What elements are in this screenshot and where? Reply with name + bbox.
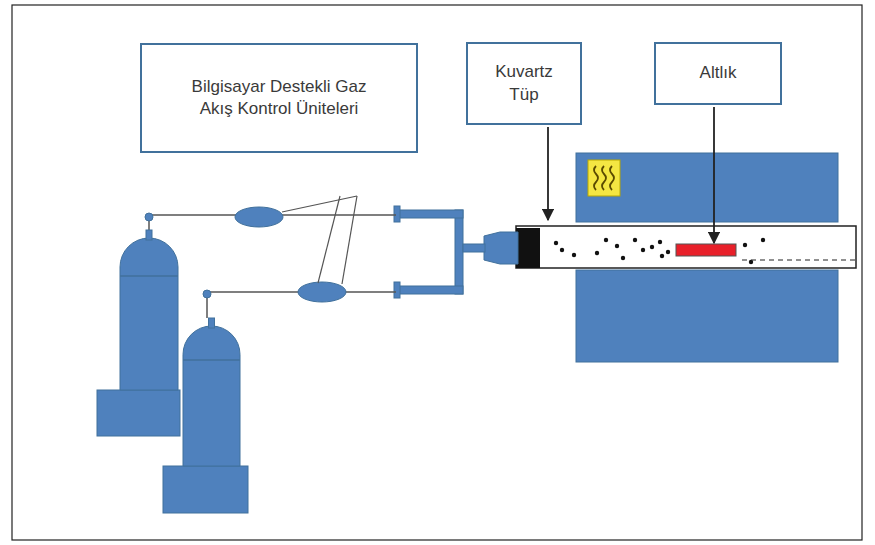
gas-particle	[666, 250, 670, 254]
gas-particle	[761, 238, 765, 242]
frame	[12, 5, 862, 540]
heater-wave	[602, 166, 606, 190]
gas-particle	[554, 241, 558, 245]
box-label: Kuvartz Tüp	[484, 61, 564, 105]
gas-cylinder	[183, 326, 240, 466]
valve	[203, 290, 211, 298]
gas-particle	[621, 256, 625, 260]
pointer-arrow	[547, 127, 549, 220]
gas-particle	[595, 251, 599, 255]
manifold-end	[394, 282, 400, 298]
cylinder-band	[183, 359, 240, 361]
gas-particle	[633, 238, 637, 242]
gas-particle	[743, 243, 747, 247]
cylinder-band	[120, 275, 178, 277]
manifold-end	[394, 206, 400, 222]
gas-cylinder	[120, 238, 178, 390]
leader-line	[282, 196, 357, 212]
leader-line	[318, 196, 340, 283]
gas-particle	[658, 240, 662, 244]
flow-line	[742, 259, 856, 260]
cylinder-neck	[209, 318, 215, 328]
manifold-arm	[396, 286, 463, 294]
cylinder-neck	[146, 230, 152, 240]
furnace-upper	[576, 153, 838, 222]
heater-wave	[594, 166, 598, 190]
furnace-lower	[576, 270, 838, 362]
leader-line	[342, 196, 357, 284]
pointer-arrow	[713, 107, 715, 243]
heater-icon	[588, 160, 620, 196]
flow-controller	[235, 207, 283, 227]
valve	[145, 213, 153, 221]
cylinder-base	[97, 390, 180, 436]
label-box: Kuvartz Tüp	[466, 42, 582, 125]
manifold-vertical	[455, 210, 463, 294]
flow-controller	[298, 282, 346, 302]
label-box: Bilgisayar Destekli Gaz Akış Kontrol Üni…	[140, 43, 418, 153]
gas-particle	[615, 244, 619, 248]
quartz-tube	[516, 226, 856, 268]
gas-particle	[604, 238, 608, 242]
gas-particle	[641, 248, 645, 252]
cylinder-base	[163, 466, 248, 513]
gas-particle	[560, 248, 564, 252]
box-label: Altlık	[700, 62, 737, 84]
nozzle	[484, 232, 518, 264]
tube-cap	[516, 228, 540, 268]
gas-particle	[650, 245, 654, 249]
box-label: Bilgisayar Destekli Gaz Akış Kontrol Üni…	[189, 76, 369, 120]
manifold-arm	[396, 210, 463, 218]
gas-particle	[572, 253, 576, 257]
substrate	[676, 244, 736, 256]
label-box: Altlık	[654, 42, 782, 105]
manifold-stem	[463, 244, 485, 252]
gas-particle	[660, 254, 664, 258]
heater-wave	[610, 166, 614, 190]
